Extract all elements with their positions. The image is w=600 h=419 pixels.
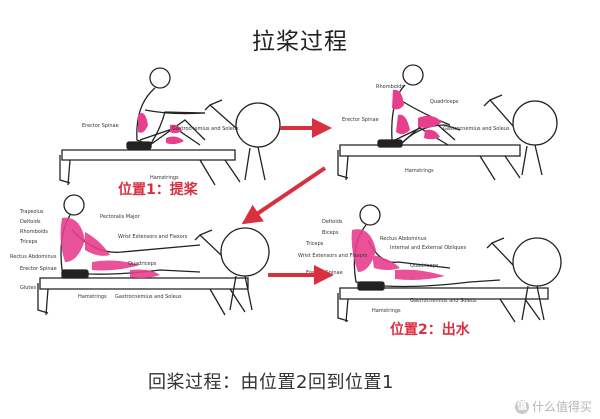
panel1-label-3: Hamstrings — [150, 175, 179, 181]
panel2-label-5: Hamstrings — [405, 168, 434, 174]
position-2-label: 位置2：出水 — [390, 322, 470, 338]
panel3-label-11: Hamstrings — [78, 294, 107, 300]
rower-figure-bottom-right — [337, 204, 562, 323]
panel2-label-4: Gastrocnemius and Soleus — [443, 126, 510, 132]
panel1-label-2a: Gastrocnemius and Soleus — [172, 126, 239, 132]
panel3-label-1: Trapezius — [19, 209, 44, 215]
arrow-diagonal — [241, 166, 327, 225]
panel4-label-10: Hamstrings — [372, 308, 401, 314]
diagram-title: 拉桨过程 — [252, 29, 348, 55]
panel3-label-3: Rhomboids — [20, 229, 48, 235]
muscles-top-left — [138, 112, 184, 145]
panel4-label-1: Deltoids — [322, 219, 343, 225]
muscles-bottom-right — [351, 229, 445, 280]
panel3-label-9: Erector Spinae — [20, 266, 57, 272]
panel4-label-6: Wrist Extensors and Flexors — [298, 253, 368, 259]
panel3-label-6: Wrist Extensors and Flexors — [118, 234, 188, 240]
panel2-label-3: Erector Spinae — [342, 117, 379, 123]
panel4-label-5: Internal and External Obliques — [390, 245, 466, 251]
panel4-label-4: Rectus Abdominus — [380, 236, 427, 242]
panel2-label-1: Rhomboids — [376, 84, 404, 90]
panel3-label-4: Triceps — [19, 239, 38, 245]
flow-arrows — [241, 118, 334, 285]
panel2-label-2: Quadriceps — [430, 99, 459, 105]
panel4-label-3: Triceps — [305, 241, 324, 247]
panel3-label-12: Gastrocnemius and Soleus — [115, 294, 182, 300]
rower-figure-top-right — [337, 64, 558, 181]
muscles-top-right — [392, 89, 442, 140]
position-1-label: 位置1：提桨 — [118, 182, 198, 198]
panel1-label-1: Erector Spinae — [82, 123, 119, 129]
watermark: 值 什么值得买 — [514, 398, 592, 415]
watermark-logo-icon: 值 — [514, 399, 529, 414]
watermark-text: 什么值得买 — [531, 400, 592, 414]
panel3-label-5: Pectoralis Major — [100, 214, 141, 220]
panel3-label-8: Rectus Abdominus — [10, 254, 57, 260]
panel4-label-2: Biceps — [322, 230, 339, 236]
muscles-bottom-left — [60, 217, 160, 279]
panel3-label-2: Deltoids — [20, 219, 41, 225]
panel4-label-9: Gastrocnemius and Soleus — [410, 298, 477, 304]
panel3-label-7: Quadriceps — [128, 261, 157, 267]
rower-figure-top-left — [59, 67, 281, 186]
return-stroke-caption: 回桨过程：由位置2回到位置1 — [148, 372, 394, 393]
panel3-label-10: Glutes — [20, 285, 36, 291]
panel4-label-8: Quadriceps — [410, 263, 439, 269]
